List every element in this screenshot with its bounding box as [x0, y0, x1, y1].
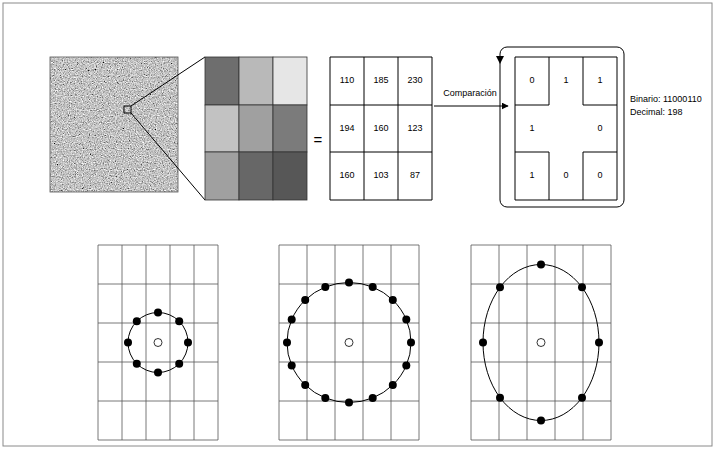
decimal-code: Decimal: 198 — [630, 108, 683, 118]
binary-cell: 1 — [563, 76, 568, 86]
table-cell: 87 — [410, 171, 420, 181]
neighbour-point — [124, 261, 603, 425]
table-cell: 103 — [373, 171, 388, 181]
zoom-line — [131, 57, 205, 106]
table-cell: 110 — [340, 76, 354, 86]
value-table — [330, 57, 432, 200]
binary-cell: 1 — [529, 124, 534, 134]
binary-cell: 0 — [597, 124, 602, 134]
table-cell: 194 — [339, 124, 354, 134]
arrow-label: Comparación — [443, 89, 497, 99]
binary-cell: 1 — [529, 171, 534, 181]
table-cell: 160 — [373, 124, 388, 134]
binary-table — [515, 57, 617, 200]
table-cell: 123 — [407, 124, 422, 134]
table-cell: 185 — [373, 76, 388, 86]
equals-sign: = — [314, 132, 323, 149]
binary-cell: 1 — [597, 76, 602, 86]
zoom-line — [131, 113, 205, 200]
binary-code: Binario: 11000110 — [630, 95, 702, 105]
center-pixel — [154, 339, 545, 347]
texture-border — [50, 57, 178, 192]
sample-window — [124, 106, 131, 113]
gray-patch — [205, 57, 307, 200]
texture-image — [50, 57, 178, 192]
reading-loop-head — [496, 56, 504, 64]
pixel-grid — [98, 245, 611, 440]
binary-cell: 0 — [529, 76, 534, 86]
binary-cell: 0 — [563, 171, 568, 181]
table-cell: 230 — [407, 76, 422, 86]
binary-cell: 0 — [597, 171, 602, 181]
reading-loop — [500, 47, 624, 207]
frame — [3, 3, 712, 446]
comparison-arrow — [434, 106, 508, 107]
table-cell: 160 — [339, 171, 354, 181]
neighbour-circle — [128, 265, 599, 421]
